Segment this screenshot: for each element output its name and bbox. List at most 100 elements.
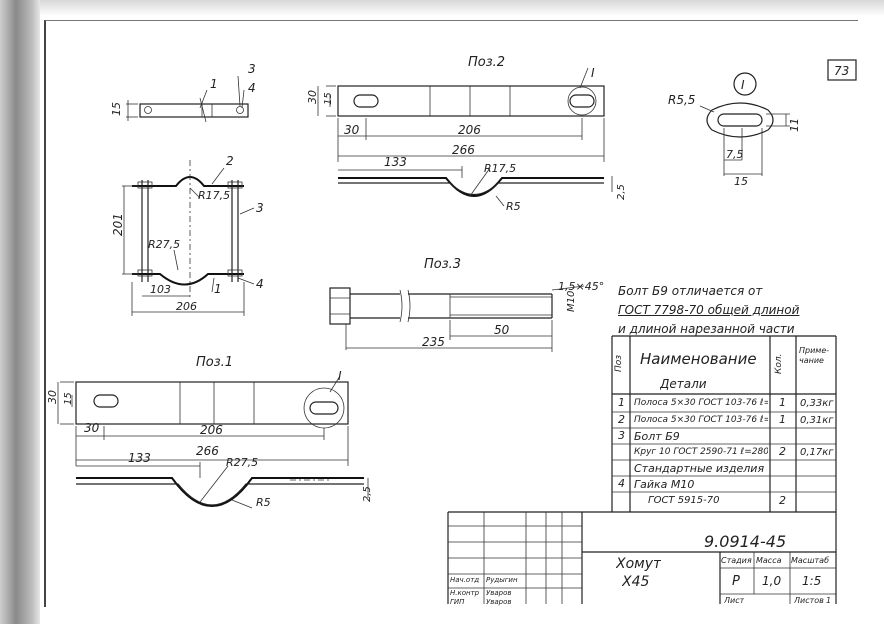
scan-shadow-edge (0, 0, 40, 624)
pos3-dim-50: 50 (494, 323, 510, 337)
titleblock-sheets-value: 1 (826, 596, 832, 605)
pos1-dim-r5: R5 (256, 496, 271, 509)
detail-dim-r55: R5,5 (668, 93, 695, 107)
pos2-dim-30: 30 (306, 90, 319, 104)
detail-dim-15: 15 (734, 175, 748, 188)
assembly-label-1: 1 (210, 77, 218, 91)
pos1-strip-profile (76, 462, 369, 509)
pos2-dim-r5: R5 (506, 200, 521, 213)
pos2-dim-15: 15 (323, 92, 334, 105)
spec-row-6-pos: 4 (618, 477, 625, 490)
spec-row-3-name: Болт Б9 (634, 430, 680, 443)
pos2-dim-25: 2,5 (616, 184, 627, 200)
spec-row-2-note: 0,31кг (800, 415, 834, 426)
bolt-hole-right (236, 106, 244, 114)
titleblock-sheets-label: Листов (794, 596, 824, 605)
titleblock-mass: 1,0 (762, 574, 782, 588)
spec-header-name: Наименование (640, 350, 757, 368)
titleblock-header-scale: Масштаб (791, 556, 830, 565)
spec-section-parts: Детали (660, 377, 707, 391)
pos2-dim-266: 266 (452, 143, 475, 157)
assembly-label-1b: 1 (214, 282, 222, 296)
assembly-dim-r275: R27,5 (148, 238, 180, 251)
spec-row-4-qty: 2 (779, 445, 786, 458)
titleblock-designation: 9.0914-45 (704, 532, 787, 551)
titleblock-stage: Р (732, 574, 740, 589)
spec-row-2-pos: 2 (618, 413, 625, 426)
spec-header-pos: Поз (614, 354, 624, 372)
strip-top-view (139, 103, 249, 118)
pos1-strip-plan (57, 375, 349, 466)
bolt-hole-left (144, 106, 152, 114)
spec-row-7-name: ГОСТ 5915-70 (648, 495, 720, 506)
detail-mark: I (741, 78, 745, 92)
spec-row-1-note: 0,33кг (800, 398, 834, 409)
titleblock-name-line2: Х45 (622, 574, 650, 590)
pos1-title: Поз.1 (196, 355, 233, 370)
assembly-label-3b: 3 (256, 201, 264, 215)
titleblock-grid (447, 336, 837, 604)
spec-row-1-qty: 1 (779, 396, 786, 409)
detail-dim-75: 7,5 (726, 148, 744, 161)
titleblock-sheet-label: Лист (724, 596, 745, 605)
titleblock-header-mass: Масса (756, 556, 782, 565)
detail-dim-11: 11 (788, 118, 801, 132)
pos2-strip-profile (338, 166, 613, 207)
titleblock-header-stage: Стадия (721, 556, 752, 565)
pos1-dim-r275: R27,5 (226, 456, 258, 469)
page-number-box (827, 59, 857, 81)
assembly-label-4: 4 (248, 81, 256, 95)
pos1-dim-30: 30 (46, 390, 59, 404)
spec-row-7-qty: 2 (779, 494, 786, 507)
pos1-dim-15: 15 (63, 392, 74, 405)
titleblock-name-1: Рудыгин (486, 576, 518, 584)
assembly-dim-15: 15 (110, 102, 123, 116)
pos2-dim-r175: R17,5 (484, 162, 516, 175)
spec-row-4-note: 0,17кг (800, 447, 834, 458)
pos3-dim-m10: M10 (566, 291, 577, 312)
detail-slot (699, 102, 790, 176)
note-line-3: и длиной нарезанной части (618, 322, 795, 336)
pos2-dim-206: 206 (458, 123, 481, 137)
assembly-label-4b: 4 (256, 277, 264, 291)
assembly-top-view (126, 75, 249, 123)
detail-mark-circle (733, 72, 757, 96)
assembly-dim-206: 206 (176, 300, 197, 313)
spec-row-2-name: Полоса 5×30 ГОСТ 103-76 ℓ=270 (634, 415, 768, 425)
assembly-dim-103: 103 (150, 283, 171, 296)
pos1-dim-25: 2,5 (362, 486, 373, 502)
spec-row-6-name: Гайка М10 (634, 478, 695, 491)
titleblock-name-2: Уваров (486, 589, 512, 597)
titleblock-role-1: Нач.отд (450, 576, 480, 584)
spec-header-qty: Кол. (774, 353, 784, 374)
titleblock-role-2: Н.контр (450, 589, 480, 597)
spec-row-1-name: Полоса 5×30 ГОСТ 103-76 ℓ=283 (634, 398, 768, 408)
note-line-1: Болт Б9 отличается от (618, 284, 763, 298)
drawing-sheet-frame (44, 20, 858, 607)
assembly-front-view (122, 160, 255, 316)
titleblock-name-3: Уваров (486, 598, 512, 606)
titleblock-scale: 1:5 (802, 574, 822, 588)
pos3-dim-chamfer: 1,5×45° (558, 280, 604, 293)
spec-row-5-name: Стандартные изделия (634, 462, 765, 475)
pos1-dim-206: 206 (200, 423, 223, 437)
note-line-2: ГОСТ 7798-70 общей длиной (618, 303, 800, 317)
spec-row-4-name: Круг 10 ГОСТ 2590-71 ℓ=280 (634, 447, 768, 457)
pos1-dim-30b: 30 (84, 421, 100, 435)
assembly-dim-201: 201 (111, 213, 125, 236)
page-number: 73 (834, 64, 849, 78)
pos1-dim-266: 266 (196, 444, 219, 458)
pos3-title: Поз.3 (424, 257, 461, 272)
spec-table-grid (611, 335, 836, 512)
pos3-dim-235: 235 (422, 335, 445, 349)
assembly-label-3: 3 (248, 62, 256, 76)
pos2-dim-133: 133 (384, 155, 407, 169)
titleblock-name-line1: Хомут (616, 556, 662, 572)
pos2-detail-mark: I (591, 66, 595, 80)
scan-shadow-top (40, 0, 884, 16)
spec-row-1-pos: 1 (618, 396, 625, 409)
spec-row-2-qty: 1 (779, 413, 786, 426)
pos1-detail-mark: I (338, 369, 342, 383)
pos2-title: Поз.2 (468, 55, 505, 70)
